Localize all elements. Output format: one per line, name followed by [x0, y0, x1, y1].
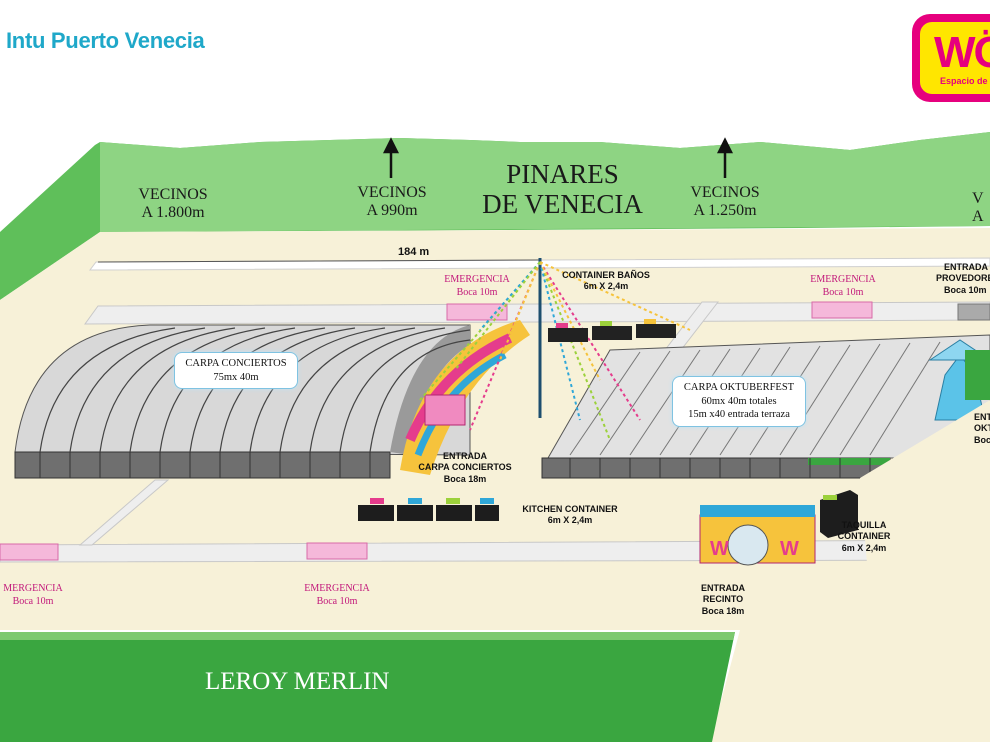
oktu-entrance-booth [928, 339, 990, 421]
taquilla-container [820, 490, 858, 538]
path-inner-north [84, 301, 990, 325]
stage-facade [400, 320, 530, 475]
kitchen-containers [358, 498, 499, 521]
carpa-oktuberfest-panels [569, 458, 871, 478]
leroy-merlin-label: LEROY MERLIN [205, 668, 390, 695]
string-lights [419, 261, 691, 441]
arrow-north-2 [716, 137, 734, 178]
brand-logo: WÖ Espacio de Oc [912, 14, 990, 102]
carpa-conciertos-panels [39, 452, 371, 478]
svg-text:W: W [780, 538, 799, 560]
site-title: Intu Puerto Venecia [6, 28, 205, 53]
brand-logo-word: WÖ [934, 28, 990, 77]
gate-north-1 [446, 303, 508, 321]
arrow-north-1 [382, 137, 400, 178]
entrada-recinto-gate: W W [699, 505, 816, 566]
green-belt-north-front [100, 132, 990, 232]
gate-south-1 [0, 543, 59, 561]
brand-logo-tagline: Espacio de Oc [940, 76, 990, 86]
container-banos-units [548, 319, 676, 342]
gate-south-2 [306, 542, 368, 560]
gate-proveedores [957, 303, 990, 321]
entrada-proveedores-label: ENTRADA PROVEDORES Boca 10m [936, 262, 990, 295]
entrada-oktu-label: ENTOKTBoc [974, 412, 990, 445]
green-belt-south-top [0, 632, 735, 640]
gate-north-2 [811, 301, 873, 319]
path-diag [78, 479, 170, 546]
road-east [860, 400, 990, 600]
green-belt-south [0, 632, 735, 742]
carpa-conciertos-shape [14, 324, 471, 479]
brand-logo-inner: WÖ Espacio de Oc [920, 22, 990, 94]
dimension-label: 184 m [398, 246, 430, 258]
svg-text:W: W [710, 538, 729, 560]
